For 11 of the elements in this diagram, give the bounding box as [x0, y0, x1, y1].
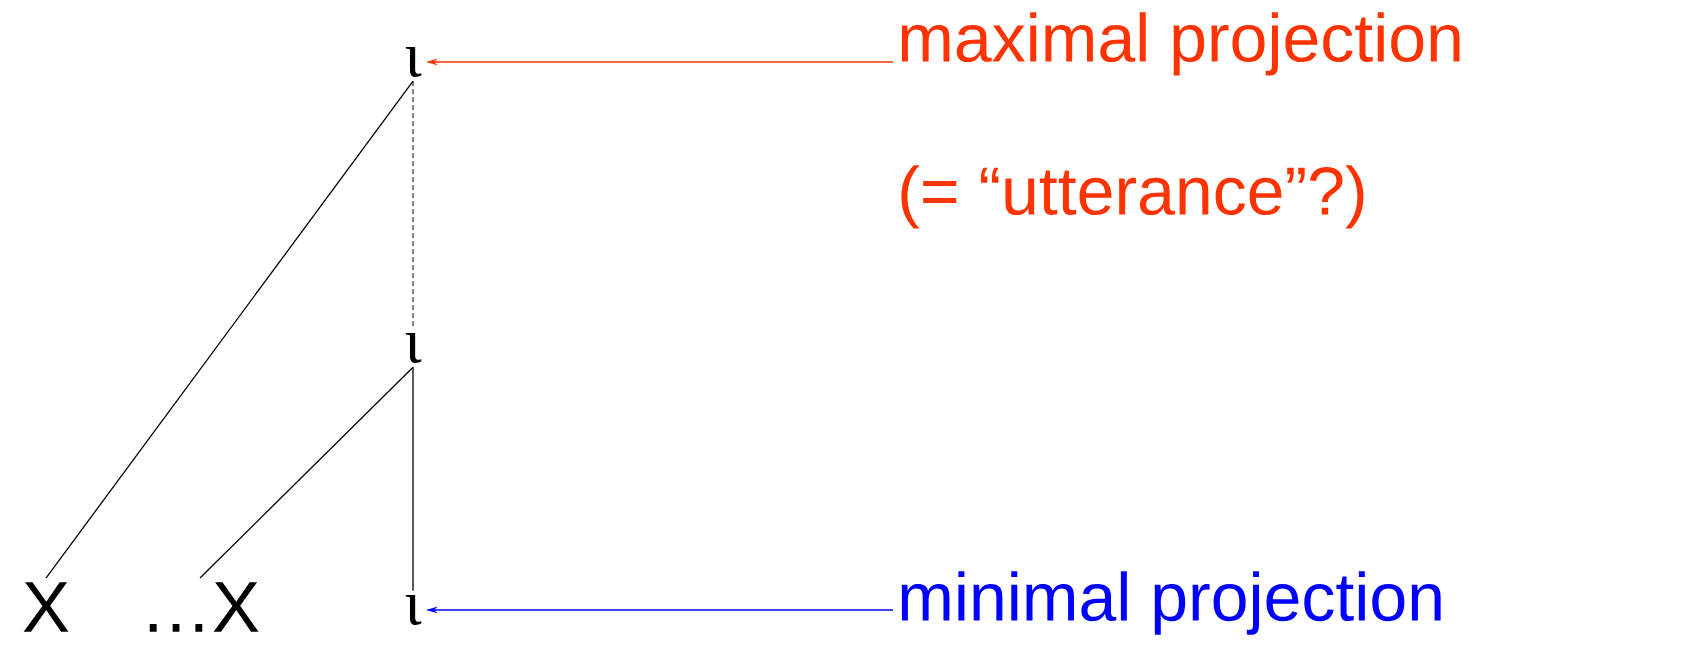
tree-branch	[199, 366, 414, 579]
symbol-label: X	[23, 582, 69, 632]
dashed-line	[412, 80, 414, 330]
symbol-label: ι	[405, 595, 422, 625]
symbol-label: …X	[149, 582, 259, 632]
tree-branch	[412, 366, 414, 592]
symbol-label: ι	[405, 47, 422, 77]
annotation-text: maximal projection (= “utterance”?)	[901, 12, 1460, 229]
tree-branch	[45, 80, 414, 579]
annotation-text: minimal projection	[901, 571, 1441, 635]
symbol-label: ι	[405, 333, 422, 363]
